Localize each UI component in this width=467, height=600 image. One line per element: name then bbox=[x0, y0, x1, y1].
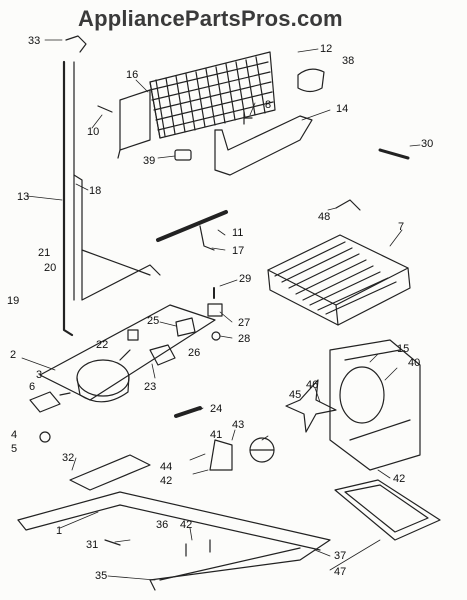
callout-6: 6 bbox=[29, 381, 36, 393]
callout-47: 47 bbox=[334, 566, 347, 578]
callout-15: 15 bbox=[397, 343, 410, 355]
compressor-assembly bbox=[39, 304, 216, 403]
callout-36: 36 bbox=[156, 519, 169, 531]
callout-46: 46 bbox=[306, 379, 319, 391]
callout-28: 28 bbox=[238, 333, 251, 345]
callout-23: 23 bbox=[144, 381, 157, 393]
callout-14: 14 bbox=[336, 103, 349, 115]
callout-11: 11 bbox=[232, 227, 244, 239]
watermark-text: AppliancePartsPros.com bbox=[78, 6, 343, 31]
defrost-heater bbox=[214, 115, 313, 176]
fan-and-motor bbox=[209, 379, 337, 471]
callout-26: 26 bbox=[188, 347, 201, 359]
callout-21: 21 bbox=[38, 247, 51, 259]
callout-35: 35 bbox=[95, 570, 108, 582]
callout-22: 22 bbox=[96, 339, 109, 351]
tube-part bbox=[174, 406, 202, 418]
callout-41: 41 bbox=[210, 429, 223, 441]
callout-19: 19 bbox=[7, 295, 20, 307]
base-frame bbox=[17, 454, 331, 591]
callout-44: 44 bbox=[160, 461, 173, 473]
callout-18: 18 bbox=[89, 185, 102, 197]
clip-part bbox=[335, 199, 361, 211]
leader-lines bbox=[21, 39, 421, 581]
callout-48: 48 bbox=[318, 211, 331, 223]
evaporator-coil bbox=[117, 51, 276, 159]
callout-38: 38 bbox=[342, 55, 355, 67]
callout-42-c: 42 bbox=[180, 519, 193, 531]
condenser-coil bbox=[267, 234, 411, 326]
callout-43: 43 bbox=[232, 419, 245, 431]
callout-40: 40 bbox=[408, 357, 421, 369]
callout-29: 29 bbox=[239, 273, 252, 285]
callout-7: 7 bbox=[398, 221, 405, 233]
drain-tube bbox=[62, 35, 161, 337]
callout-30: 30 bbox=[421, 138, 434, 150]
grommet-parts bbox=[207, 287, 223, 341]
callout-39: 39 bbox=[143, 155, 156, 167]
callout-32: 32 bbox=[62, 452, 75, 464]
callout-25: 25 bbox=[147, 315, 160, 327]
callout-42-a: 42 bbox=[160, 475, 173, 487]
callout-13: 13 bbox=[17, 191, 30, 203]
callout-3: 3 bbox=[36, 369, 43, 381]
callout-1: 1 bbox=[56, 525, 63, 537]
callout-16: 16 bbox=[126, 69, 139, 81]
callout-12: 12 bbox=[320, 43, 333, 55]
callout-5: 5 bbox=[11, 443, 18, 455]
drain-pan bbox=[334, 479, 441, 541]
callout-45: 45 bbox=[289, 389, 302, 401]
callout-10: 10 bbox=[87, 126, 100, 138]
callout-4: 4 bbox=[11, 429, 18, 441]
fan-bracket bbox=[329, 339, 421, 471]
callout-20: 20 bbox=[44, 262, 57, 274]
callout-37: 37 bbox=[334, 550, 347, 562]
callout-8: 8 bbox=[265, 99, 272, 111]
callout-17: 17 bbox=[232, 245, 245, 257]
callout-42-b: 42 bbox=[393, 473, 406, 485]
filter-drier bbox=[156, 210, 228, 251]
callout-33: 33 bbox=[28, 35, 41, 47]
callout-24: 24 bbox=[210, 403, 223, 415]
small-upper-parts bbox=[97, 68, 325, 161]
relay-parts bbox=[29, 391, 71, 443]
rod-part bbox=[378, 148, 410, 160]
callout-27: 27 bbox=[238, 317, 251, 329]
callout-31: 31 bbox=[86, 539, 99, 551]
callout-2: 2 bbox=[10, 349, 17, 361]
